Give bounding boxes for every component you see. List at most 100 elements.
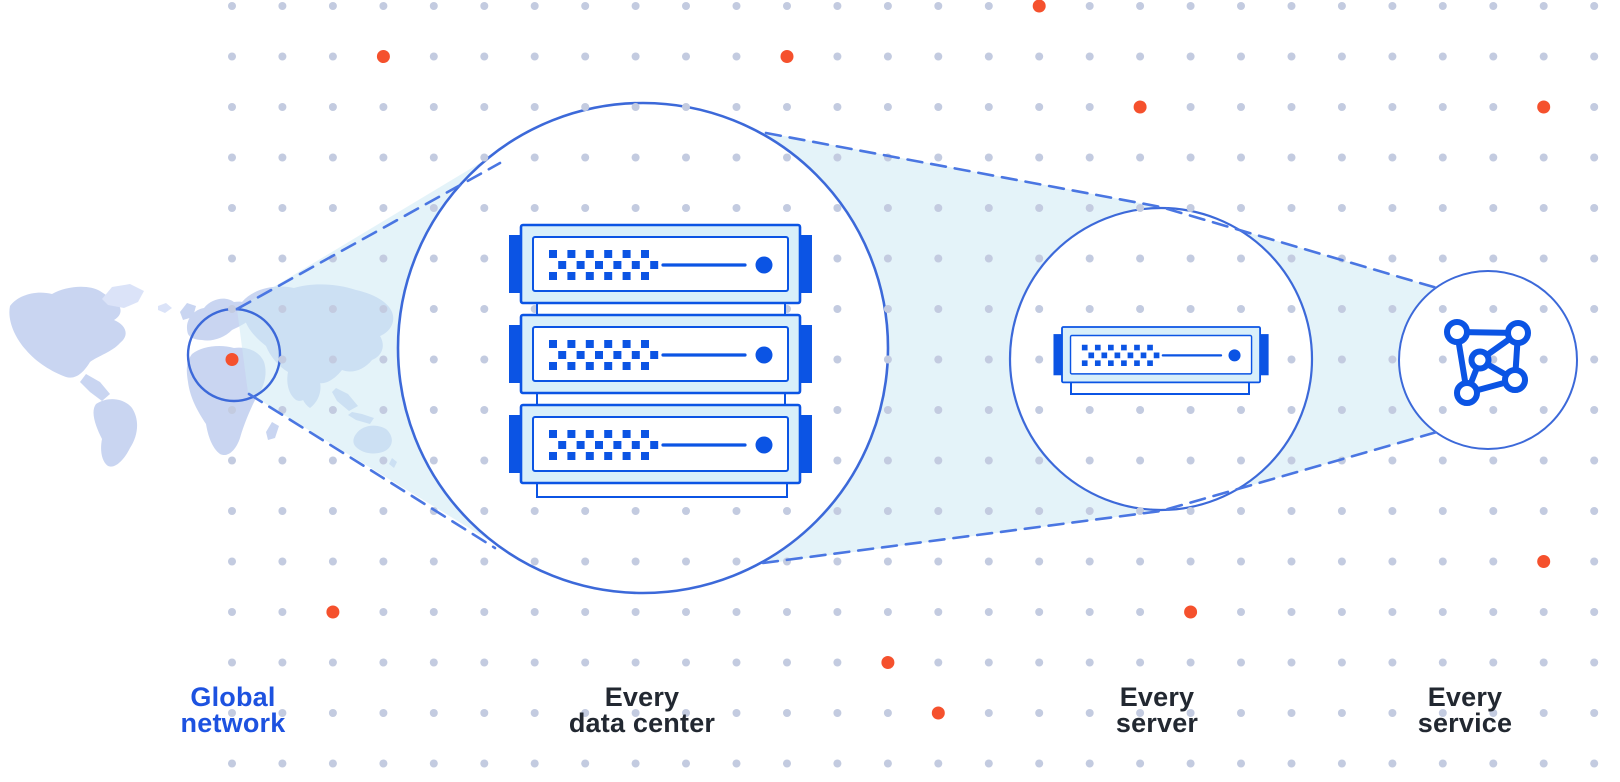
grid-dot — [1388, 456, 1397, 465]
grid-dot — [1489, 557, 1498, 566]
grid-dot — [1035, 204, 1044, 212]
grid-dot — [1287, 153, 1296, 162]
grid-dot — [480, 507, 489, 515]
grid-dot-orange — [1184, 605, 1198, 619]
grid-dot — [379, 2, 388, 10]
grid-dot — [1287, 103, 1296, 111]
grid-dot — [278, 52, 287, 61]
grid-dot — [1287, 204, 1296, 212]
grid-dot — [1438, 507, 1447, 515]
grid-dot — [1539, 2, 1548, 10]
grid-dot — [1539, 52, 1548, 61]
grid-dot — [278, 103, 287, 111]
grid-dot — [530, 608, 539, 616]
grid-dot — [1035, 507, 1044, 515]
grid-dot — [984, 254, 993, 263]
grid-dot — [480, 204, 489, 212]
grid-dot — [1237, 557, 1245, 566]
grid-dot — [1590, 406, 1599, 414]
grid-dot — [1388, 204, 1397, 212]
grid-dot — [682, 153, 690, 162]
grid-dot — [328, 305, 337, 313]
grid-dot — [1085, 507, 1094, 515]
grid-dot — [1539, 456, 1548, 465]
grid-dot — [833, 355, 842, 364]
dashed-beam-lines — [235, 131, 1439, 565]
grid-dot — [883, 254, 892, 263]
grid-dot — [1539, 608, 1548, 616]
grid-dot — [934, 608, 943, 616]
grid-dot — [228, 103, 236, 111]
grid-dot — [379, 254, 388, 263]
grid-dot — [1590, 153, 1599, 162]
grid-dot — [1085, 254, 1094, 263]
grid-dot — [1136, 456, 1145, 465]
grid-dot — [883, 204, 892, 212]
grid-dot — [682, 709, 690, 717]
grid-dot — [1035, 759, 1044, 768]
grid-dot — [883, 759, 892, 768]
stage-label-every-data-center: Every data center — [512, 684, 772, 737]
grid-dot — [984, 204, 993, 212]
grid-dot — [328, 456, 337, 465]
grid-dot — [1035, 355, 1044, 364]
grid-dot — [1388, 52, 1397, 61]
grid-dot — [934, 204, 943, 212]
grid-dot — [1287, 355, 1296, 364]
grid-dot — [1388, 254, 1397, 263]
grid-dot — [732, 52, 741, 61]
grid-dot — [1590, 355, 1599, 364]
grid-dot — [379, 355, 388, 364]
grid-dot — [228, 204, 236, 212]
grid-dot — [1388, 557, 1397, 566]
grid-dot — [1438, 608, 1447, 616]
grid-dot — [1438, 658, 1447, 667]
stage-label-every-service: Every service — [1365, 682, 1565, 737]
grid-dot — [883, 2, 892, 10]
grid-dot — [1287, 759, 1296, 768]
grid-dot — [480, 254, 489, 263]
grid-dot — [1136, 709, 1145, 717]
grid-dot — [1539, 406, 1548, 414]
grid-dot — [1085, 557, 1094, 566]
grid-dot — [631, 507, 640, 515]
grid-dot — [429, 709, 438, 717]
grid-dot — [228, 305, 236, 313]
grid-dot — [581, 557, 590, 566]
grid-dot — [581, 2, 590, 10]
stage-label-line1: Every — [1427, 682, 1503, 712]
grid-dot — [328, 103, 337, 111]
grid-dot — [1388, 658, 1397, 667]
grid-dot — [1136, 507, 1145, 515]
grid-dot — [581, 709, 590, 717]
grid-dot — [1438, 759, 1447, 768]
grid-dot — [1136, 153, 1145, 162]
grid-dot — [682, 608, 690, 616]
grid-dot — [1136, 658, 1145, 667]
grid-dot — [783, 608, 791, 616]
grid-dot — [379, 305, 388, 313]
grid-dot — [1438, 103, 1447, 111]
grid-dot — [480, 406, 489, 414]
grid-dot — [328, 557, 337, 566]
grid-dot — [1237, 204, 1245, 212]
grid-dot — [1085, 759, 1094, 768]
grid-dot — [429, 456, 438, 465]
grid-dot — [1337, 2, 1346, 10]
grid-dot — [1539, 709, 1548, 717]
grid-dot — [1186, 709, 1195, 717]
grid-dot — [1489, 153, 1498, 162]
grid-dot — [530, 759, 539, 768]
grid-dot — [984, 2, 993, 10]
grid-dot — [1337, 204, 1346, 212]
grid-dot — [934, 557, 943, 566]
grid-dot — [1186, 52, 1195, 61]
grid-dot — [833, 658, 842, 667]
grid-dot — [631, 153, 640, 162]
grid-dot — [581, 658, 590, 667]
grid-dot — [833, 406, 842, 414]
grid-dot — [278, 759, 287, 768]
grid-dot — [1489, 305, 1498, 313]
grid-dot — [1186, 254, 1195, 263]
grid-dot — [934, 2, 943, 10]
